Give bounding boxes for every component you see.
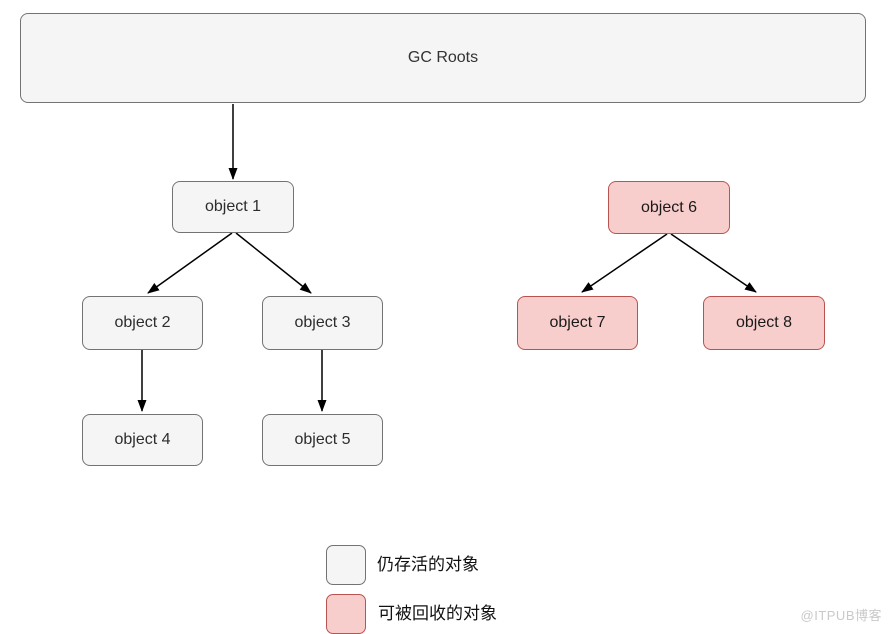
node-object-1: object 1 (172, 181, 294, 233)
legend-swatch-collectable (326, 594, 366, 634)
node-object-7: object 7 (517, 296, 638, 350)
watermark: @ITPUB博客 (800, 608, 882, 623)
legend-label-alive: 仍存活的对象 (377, 555, 479, 574)
node-object-4: object 4 (82, 414, 203, 466)
node-object-8: object 8 (703, 296, 825, 350)
legend-swatch-alive (326, 545, 366, 585)
arrow-object6-to-object7 (581, 233, 668, 293)
node-object-2: object 2 (82, 296, 203, 350)
node-gc-roots: GC Roots (20, 13, 866, 103)
node-object-3: object 3 (262, 296, 383, 350)
node-object-6: object 6 (608, 181, 730, 234)
arrow-object1-to-object2 (147, 232, 233, 294)
node-object-5: object 5 (262, 414, 383, 466)
arrow-object6-to-object8 (670, 233, 757, 293)
legend-label-collectable: 可被回收的对象 (378, 604, 497, 623)
arrow-object1-to-object3 (235, 232, 312, 294)
